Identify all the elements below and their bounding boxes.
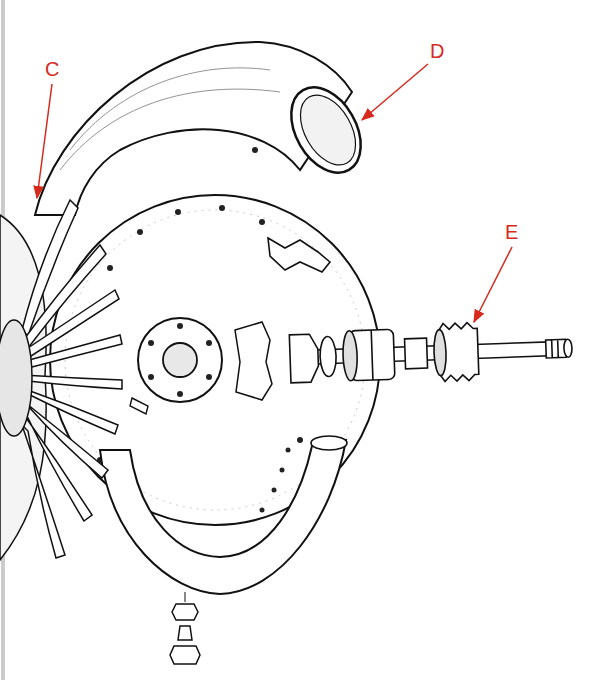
leader-arrow: [474, 247, 512, 322]
hole: [148, 340, 154, 346]
impeller-blade: [22, 412, 92, 521]
flange-holes: [260, 448, 291, 513]
impeller: [0, 200, 122, 560]
impeller-blade: [22, 375, 122, 389]
bearing-face: [342, 331, 358, 381]
fitting-axis: [185, 592, 186, 602]
stud: [107, 265, 113, 271]
callout-letter: D: [430, 40, 444, 62]
volute-lower: [100, 440, 346, 594]
callout-letter: C: [45, 58, 59, 80]
hole: [148, 374, 154, 380]
hole: [177, 391, 183, 397]
outlet-bore: [289, 86, 367, 175]
hole: [286, 448, 291, 453]
nipple: [178, 626, 192, 640]
bolt: [130, 398, 148, 414]
stud: [175, 209, 181, 215]
hole: [272, 488, 277, 493]
stud: [259, 219, 265, 225]
hub-flange: [138, 318, 222, 402]
tube-cut-section: [268, 238, 330, 272]
gear-face: [433, 329, 447, 375]
tube-cut-end: [311, 436, 347, 450]
stud: [297, 437, 303, 443]
hole: [206, 374, 212, 380]
hub-bolt-holes: [148, 323, 212, 397]
bearing-race: [371, 330, 373, 380]
coupling-collar: [319, 336, 336, 377]
shaft-end: [564, 339, 573, 357]
spacer: [405, 338, 428, 369]
hole: [206, 340, 212, 346]
nut: [172, 604, 198, 620]
impeller-hub: [0, 320, 32, 436]
impeller-blade: [22, 335, 122, 368]
volute-shading: [60, 89, 280, 170]
plate-cutaway: [235, 322, 272, 400]
leader-arrow: [362, 64, 428, 120]
shaft-assembly: [289, 319, 573, 387]
callout-letter: E: [505, 221, 518, 243]
coupling: [289, 334, 319, 383]
stud: [219, 205, 225, 211]
hole: [177, 323, 183, 329]
hub-bore: [163, 343, 197, 377]
nut: [170, 646, 200, 664]
leader-arrow: [37, 84, 52, 198]
outlet-rim: [277, 75, 375, 185]
hole: [260, 508, 265, 513]
impeller-blade: [22, 425, 65, 558]
stud: [252, 147, 258, 153]
stud: [137, 229, 143, 235]
volute-shading: [70, 68, 270, 150]
hole: [280, 468, 285, 473]
